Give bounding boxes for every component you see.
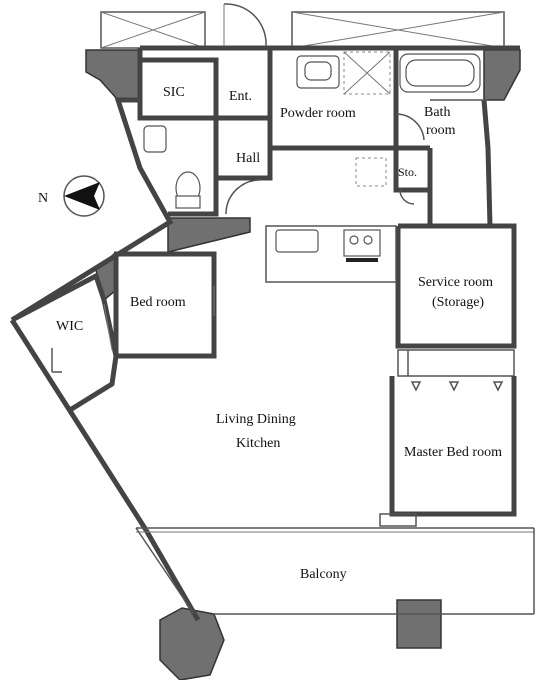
balcony-window-line (135, 527, 535, 615)
room-label-service-room: Service room (418, 275, 493, 290)
room-label-bath-line1: Bath (424, 105, 450, 120)
compass-label: N (38, 191, 48, 206)
room-label-hall: Hall (236, 151, 260, 166)
room-label-service-room-sub: (Storage) (432, 295, 484, 310)
fixtures (143, 51, 504, 392)
room-label-living-line1: Living Dining (216, 412, 296, 427)
room-label-balcony: Balcony (300, 567, 347, 582)
shower-icon (343, 51, 391, 95)
north-arrow-icon: N (38, 175, 105, 217)
room-label-bath-line2: room (426, 123, 456, 138)
room-label-wic: WIC (56, 319, 83, 334)
door-swings (103, 3, 425, 351)
room-label-sic: SIC (163, 85, 185, 100)
room-label-powder-room: Powder room (280, 106, 356, 121)
stove-icon (343, 229, 381, 257)
room-label-living-line2: Kitchen (236, 436, 280, 451)
structural-columns (85, 49, 521, 680)
top-balcony-boxes (100, 11, 505, 49)
room-label-entrance: Ent. (229, 89, 252, 104)
room-label-storage: Sto. (398, 165, 417, 179)
kitchen-sink-icon (275, 229, 319, 253)
wc-sink-icon (143, 125, 167, 153)
room-label-master-bed-room: Master Bed room (404, 445, 502, 460)
room-labels: SIC Ent. Powder room Bath room Hall Sto.… (56, 85, 502, 582)
room-label-bed-room: Bed room (130, 295, 186, 310)
